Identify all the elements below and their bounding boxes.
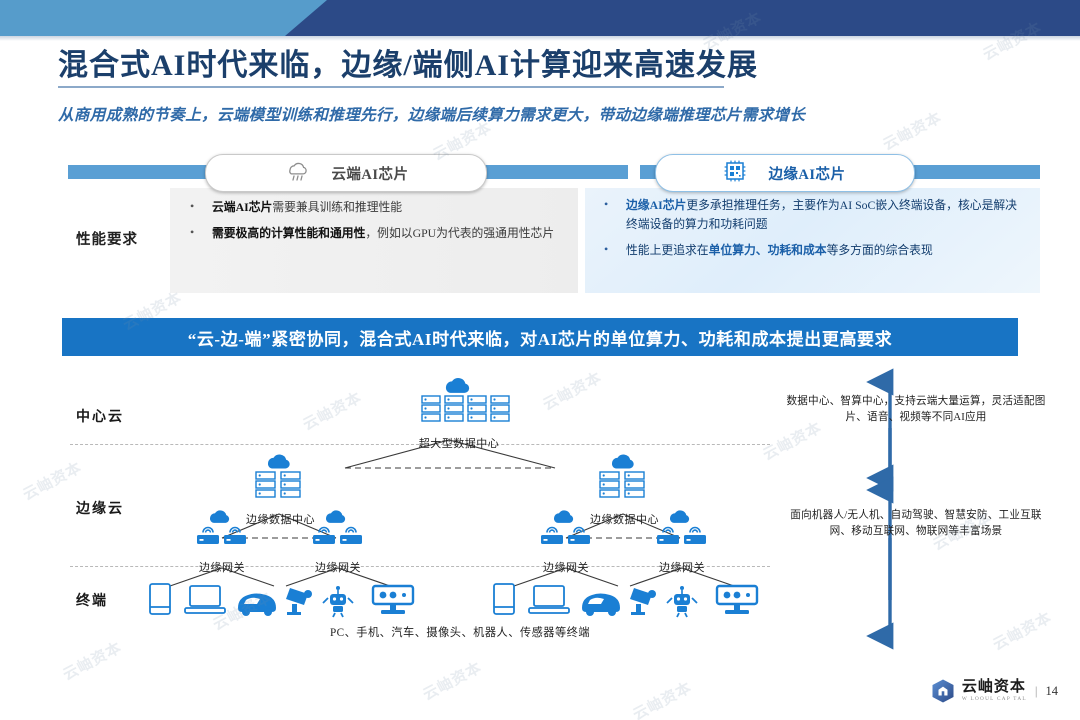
gateway-caption: 边缘网关: [315, 562, 361, 574]
layer-divider-1: [70, 444, 770, 445]
sensor-icon: [715, 584, 759, 614]
robot-icon: [322, 586, 354, 618]
gateway-node-2: 边缘网关: [308, 508, 368, 575]
laptop-icon: [528, 585, 570, 614]
edge-chip-card[interactable]: 边缘AI芯片: [655, 154, 915, 192]
page-number: 14: [1045, 683, 1059, 698]
gateway-caption: 边缘网关: [543, 562, 589, 574]
cloud-bullet-list: 云端AI芯片需要兼具训练和推理性能 需要极高的计算性能和通用性，例如以GPU为代…: [186, 197, 566, 250]
datacenter-icon: [421, 378, 510, 422]
gateway-icon: [541, 510, 590, 544]
page-subtitle: 从商用成熟的节奏上，云端模型训练和推理先行，边缘端后续算力需求更大，带动边缘端推…: [58, 107, 806, 124]
edge-datacenter-node-1: 边缘数据中心: [246, 452, 315, 527]
diagram-connectors: [169, 439, 735, 587]
terminal-icon-group-right: [493, 583, 759, 618]
center-datacenter-node: 超大型数据中心: [404, 376, 514, 451]
gateway-icon: [657, 510, 706, 544]
list-item: 云端AI芯片需要兼具训练和推理性能: [186, 197, 566, 217]
architecture-diagram: 中心云 边缘云 终端: [0, 368, 1080, 658]
layer-divider-2: [70, 566, 770, 567]
edge-chip-label: 边缘AI芯片: [768, 166, 846, 183]
gateway-node-4: 边缘网关: [652, 508, 712, 575]
center-datacenter-caption: 超大型数据中心: [418, 438, 500, 450]
list-item: 性能上更追求在单位算力、功耗和成本等多方面的综合表现: [600, 240, 1020, 260]
chip-qr-icon: [724, 160, 746, 187]
gateway-caption: 边缘网关: [199, 562, 245, 574]
gateway-icon: [197, 510, 246, 544]
bullet-pre: 性能上更追求在: [626, 243, 709, 258]
camera-icon: [630, 588, 656, 615]
gateway-node-3: 边缘网关: [536, 508, 596, 575]
list-item: 边缘AI芯片更多承担推理任务，主要作为AI SoC嵌入终端设备，核心是解决终端设…: [600, 195, 1020, 234]
layer-label-edge-cloud: 边缘云: [76, 502, 124, 517]
car-icon: [238, 593, 276, 616]
edge-datacenter-node-2: 边缘数据中心: [590, 452, 659, 527]
gateway-icon: [313, 510, 362, 544]
banner-light-shape: [0, 0, 330, 36]
cloud-chip-label: 云端AI芯片: [331, 166, 409, 183]
watermark: 云岫资本: [420, 659, 485, 704]
banner-dark-shape: [285, 0, 1080, 36]
performance-row-label: 性能要求: [76, 232, 138, 248]
layer-label-terminal: 终端: [76, 594, 108, 609]
bullet-strong: 边缘AI芯片: [626, 198, 687, 212]
brand-name-cn: 云岫资本: [961, 678, 1026, 695]
robot-icon: [666, 586, 698, 618]
edge-bullet-list: 边缘AI芯片更多承担推理任务，主要作为AI SoC嵌入终端设备，核心是解决终端设…: [600, 195, 1020, 267]
camera-icon: [286, 588, 312, 615]
watermark: 云岫资本: [630, 679, 695, 720]
layer-label-center-cloud: 中心云: [76, 410, 124, 425]
cloud-chip-icon: [283, 159, 309, 188]
edge-datacenter-icon: [599, 454, 645, 498]
bullet-rest: 更多承担推理任务，主要作为AI SoC嵌入终端设备，核心是解决终端设备的算力和功…: [626, 198, 1017, 232]
gateway-node-1: 边缘网关: [192, 508, 252, 575]
cloud-chip-card[interactable]: 云端AI芯片: [205, 154, 487, 192]
brand-logo: 云岫资本 W LOOUL CAP TAL: [930, 678, 1027, 704]
bullet-strong: 云端AI芯片: [212, 200, 273, 214]
annotation-text-1: 数据中心、智算中心，支持云端大量运算，灵活适配图片、语音、视频等不同AI应用: [786, 396, 1046, 424]
list-item: 需要极高的计算性能和通用性，例如以GPU为代表的强通用性芯片: [186, 223, 566, 243]
bullet-rest: ，例如以GPU为代表的强通用性芯片: [365, 226, 555, 241]
banner-shadow: [0, 36, 1080, 41]
terminal-caption: PC、手机、汽车、摄像头、机器人、传感器等终端: [329, 627, 591, 639]
edge-datacenter-caption: 边缘数据中心: [590, 514, 659, 526]
annotation-arrows: [866, 368, 894, 650]
edge-datacenter-icon: [255, 454, 301, 498]
bullet-rest: 等多方面的综合表现: [826, 243, 933, 258]
brand-logo-text: 云岫资本 W LOOUL CAP TAL: [961, 678, 1027, 702]
brand-name-en: W LOOUL CAP TAL: [961, 695, 1027, 702]
sensor-icon: [371, 584, 415, 614]
hexagon-logo-icon: [932, 679, 954, 703]
footer: 云岫资本 W LOOUL CAP TAL | 14: [930, 678, 1058, 704]
bullet-rest: 需要兼具训练和推理性能: [272, 200, 403, 214]
bullet-strong: 单位算力、功耗和成本: [708, 243, 827, 258]
title-underline: [58, 86, 724, 88]
edge-datacenter-caption: 边缘数据中心: [246, 514, 315, 526]
gateway-caption: 边缘网关: [659, 562, 705, 574]
terminal-icon-group-left: [149, 583, 415, 618]
key-statement-banner: “云-边-端”紧密协同，混合式AI时代来临，对AI芯片的单位算力、功耗和成本提出…: [62, 318, 1018, 356]
header-banner: [0, 0, 1080, 36]
car-icon: [582, 593, 620, 616]
footer-separator: |: [1034, 683, 1038, 698]
laptop-icon: [184, 585, 226, 614]
bullet-strong: 需要极高的计算性能和通用性: [212, 226, 366, 241]
phone-icon: [149, 583, 171, 615]
annotation-text-2: 面向机器人/无人机、自动驾驶、智慧安防、工业互联网、移动互联网、物联网等丰富场景: [790, 510, 1042, 538]
page-title: 混合式AI时代来临，边缘/端侧AI计算迎来高速发展: [58, 49, 759, 82]
phone-icon: [493, 583, 515, 615]
